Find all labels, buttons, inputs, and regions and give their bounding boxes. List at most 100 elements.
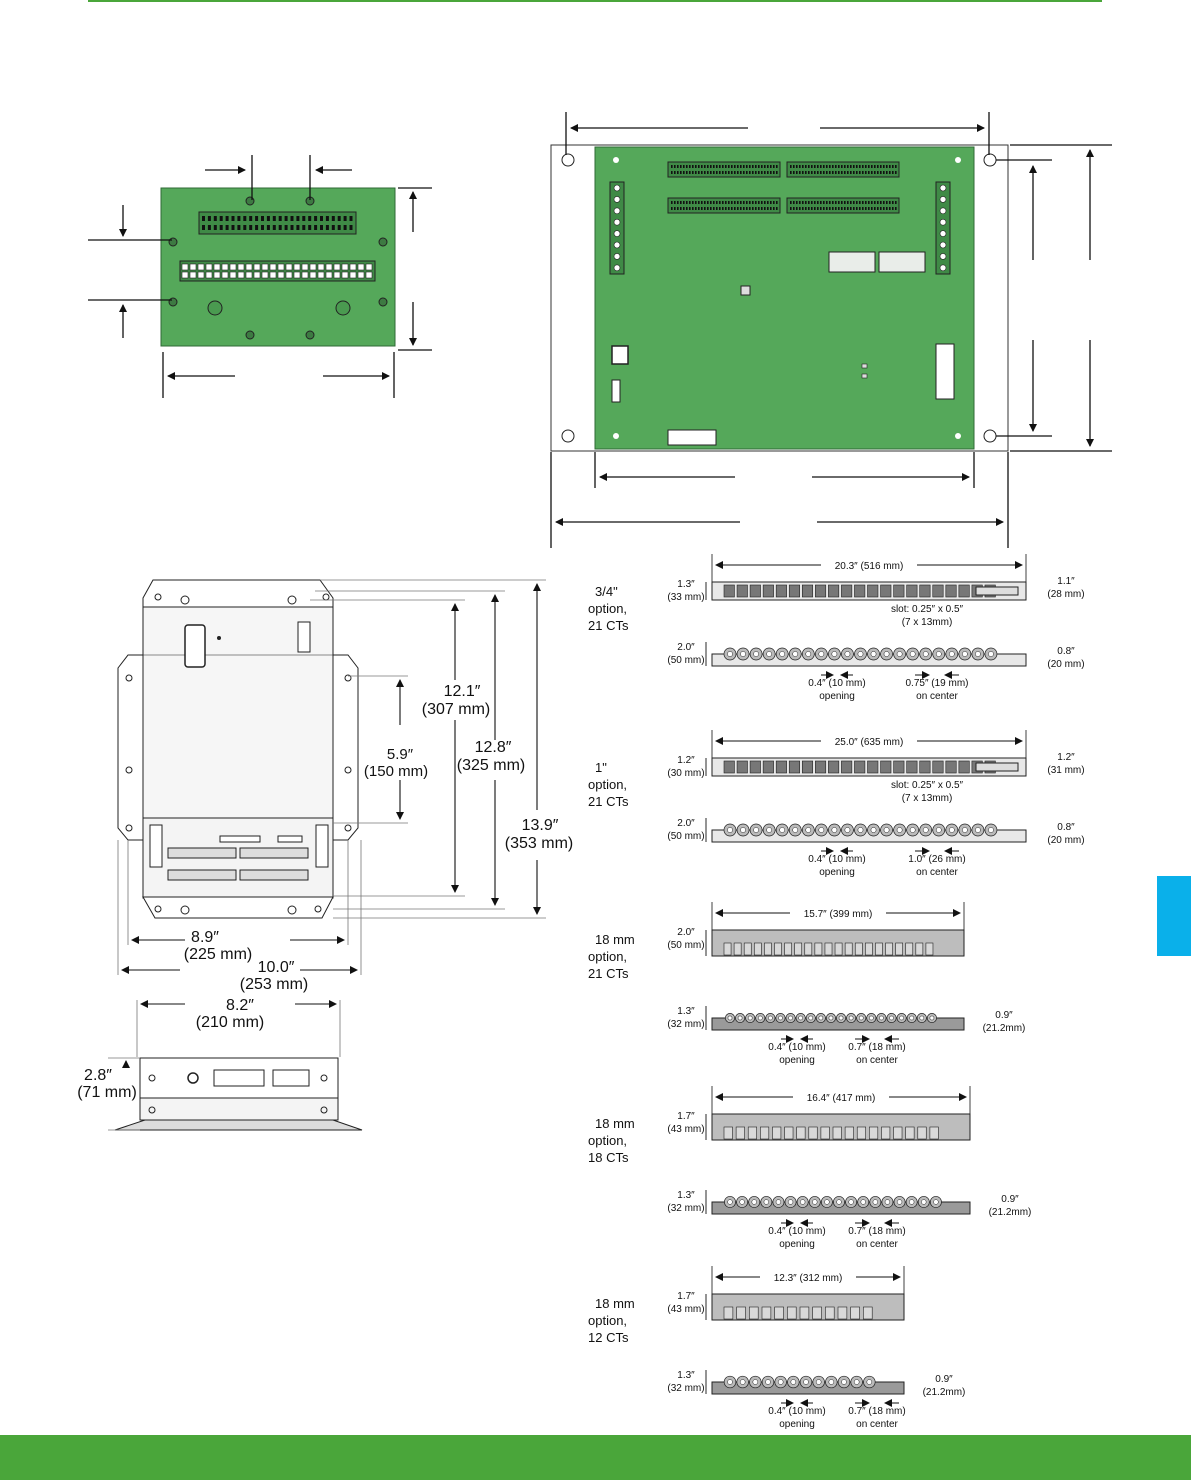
center-caption: on center — [856, 1419, 898, 1430]
right-b-mm: (21.2mm) — [989, 1207, 1032, 1218]
center-caption: on center — [916, 691, 958, 702]
dim-13-9-in: 13.9″ — [522, 817, 559, 834]
height-b-in: 1.3″ — [677, 1006, 695, 1017]
dim-12-1-mm: (307 mm) — [422, 701, 490, 718]
option-label-line2: option, — [588, 949, 627, 964]
height-a-mm: (43 mm) — [667, 1124, 704, 1135]
ct-strip-1: 3/4" option, 21 CTs 20.3″ (516 mm) 1.3″ (33 m… — [588, 554, 1085, 702]
section-tab — [1157, 876, 1191, 956]
right-a-mm: (28 mm) — [1047, 589, 1084, 600]
large-circuit-board — [550, 112, 1112, 548]
right-a-in: 1.2″ — [1057, 752, 1075, 763]
option-label-line1: 3/4" — [595, 584, 618, 599]
option-label-line1: 18 mm — [595, 1116, 635, 1131]
right-b-in: 0.8″ — [1057, 646, 1075, 657]
dim-12-1-in: 12.1″ — [444, 683, 481, 700]
option-label-line3: 12 CTs — [588, 1330, 629, 1345]
height-a-mm: (50 mm) — [667, 940, 704, 951]
dim-5-9-mm: (150 mm) — [364, 763, 428, 780]
right-b-in: 0.9″ — [1001, 1194, 1019, 1205]
dim-12-8-in: 12.8″ — [475, 739, 512, 756]
slot-mm-label: (7 x 13mm) — [902, 617, 953, 628]
center-caption: on center — [856, 1055, 898, 1066]
opening-label: 0.4″ (10 mm) — [768, 1226, 825, 1237]
height-b-mm: (50 mm) — [667, 655, 704, 666]
height-b-mm: (32 mm) — [667, 1019, 704, 1030]
dim-8-2-in: 8.2″ — [226, 997, 254, 1014]
opening-label: 0.4″ (10 mm) — [808, 854, 865, 865]
length-label: 12.3″ (312 mm) — [774, 1273, 843, 1284]
height-a-mm: (30 mm) — [667, 768, 704, 779]
opening-caption: opening — [779, 1419, 815, 1430]
height-b-mm: (32 mm) — [667, 1383, 704, 1394]
enclosure-front-view — [108, 1000, 363, 1131]
ct-strip-options: 3/4" option, 21 CTs 20.3″ (516 mm) 1.3″ (33 m… — [588, 554, 1085, 1430]
height-a-in: 1.2″ — [677, 755, 695, 766]
slot-label: slot: 0.25″ x 0.5″ — [891, 604, 964, 615]
height-a-mm: (33 mm) — [667, 592, 704, 603]
height-b-mm: (50 mm) — [667, 831, 704, 842]
small-circuit-board — [88, 155, 432, 398]
dim-5-9-in: 5.9″ — [387, 746, 414, 763]
slot-label: slot: 0.25″ x 0.5″ — [891, 780, 964, 791]
right-b-in: 0.9″ — [935, 1374, 953, 1385]
enclosure-drawing: 12.1″ (307 mm) 12.8″ (325 mm) 5.9″ (150 … — [77, 579, 573, 1131]
top-green-rule — [88, 0, 1102, 2]
dim-12-8-mm: (325 mm) — [457, 757, 525, 774]
right-a-in: 1.1″ — [1057, 576, 1075, 587]
height-b-in: 1.3″ — [677, 1190, 695, 1201]
option-label-line1: 1" — [595, 760, 607, 775]
option-label-line3: 21 CTs — [588, 966, 629, 981]
right-b-mm: (21.2mm) — [983, 1023, 1026, 1034]
center-caption: on center — [916, 867, 958, 878]
opening-label: 0.4″ (10 mm) — [768, 1042, 825, 1053]
option-label-line1: 18 mm — [595, 1296, 635, 1311]
opening-label: 0.4″ (10 mm) — [808, 678, 865, 689]
dim-13-9-mm: (353 mm) — [505, 835, 573, 852]
height-b-in: 1.3″ — [677, 1370, 695, 1381]
right-b-mm: (21.2mm) — [923, 1387, 966, 1398]
opening-caption: opening — [779, 1239, 815, 1250]
height-a-in: 2.0″ — [677, 927, 695, 938]
opening-caption: opening — [779, 1055, 815, 1066]
dim-8-9-in: 8.9″ — [191, 929, 219, 946]
height-b-in: 2.0″ — [677, 642, 695, 653]
height-a-in: 1.7″ — [677, 1111, 695, 1122]
opening-label: 0.4″ (10 mm) — [768, 1406, 825, 1417]
option-label-line1: 18 mm — [595, 932, 635, 947]
height-a-in: 1.3″ — [677, 579, 695, 590]
option-label-line3: 21 CTs — [588, 794, 629, 809]
length-label: 15.7″ (399 mm) — [804, 909, 873, 920]
ct-strip-2: 1" option, 21 CTs 25.0″ (635 mm) 1.2″ (30 mm)… — [588, 730, 1085, 878]
length-label: 20.3″ (516 mm) — [835, 561, 904, 572]
option-label-line2: option, — [588, 601, 627, 616]
length-label: 25.0″ (635 mm) — [835, 737, 904, 748]
dim-8-9-mm: (225 mm) — [184, 946, 252, 963]
center-label: 1.0″ (26 mm) — [908, 854, 965, 865]
option-label-line3: 18 CTs — [588, 1150, 629, 1165]
length-label: 16.4″ (417 mm) — [807, 1093, 876, 1104]
right-b-in: 0.8″ — [1057, 822, 1075, 833]
right-a-mm: (31 mm) — [1047, 765, 1084, 776]
dim-10-0-mm: (253 mm) — [240, 976, 308, 993]
right-b-in: 0.9″ — [995, 1010, 1013, 1021]
slot-mm-label: (7 x 13mm) — [902, 793, 953, 804]
dim-2-8-in: 2.8″ — [84, 1067, 112, 1084]
right-b-mm: (20 mm) — [1047, 835, 1084, 846]
center-label: 0.7″ (18 mm) — [848, 1226, 905, 1237]
height-a-in: 1.7″ — [677, 1291, 695, 1302]
height-a-mm: (43 mm) — [667, 1304, 704, 1315]
height-b-in: 2.0″ — [677, 818, 695, 829]
option-label-line2: option, — [588, 1133, 627, 1148]
footer-band — [0, 1435, 1191, 1480]
height-b-mm: (32 mm) — [667, 1203, 704, 1214]
dim-2-8-mm: (71 mm) — [77, 1084, 137, 1101]
opening-caption: opening — [819, 691, 855, 702]
ct-strip-4: 18 mm option, 18 CTs 16.4″ (417 mm) 1.7″ (43 … — [588, 1086, 1031, 1250]
opening-caption: opening — [819, 867, 855, 878]
option-label-line2: option, — [588, 777, 627, 792]
option-label-line3: 21 CTs — [588, 618, 629, 633]
center-label: 0.75″ (19 mm) — [905, 678, 968, 689]
